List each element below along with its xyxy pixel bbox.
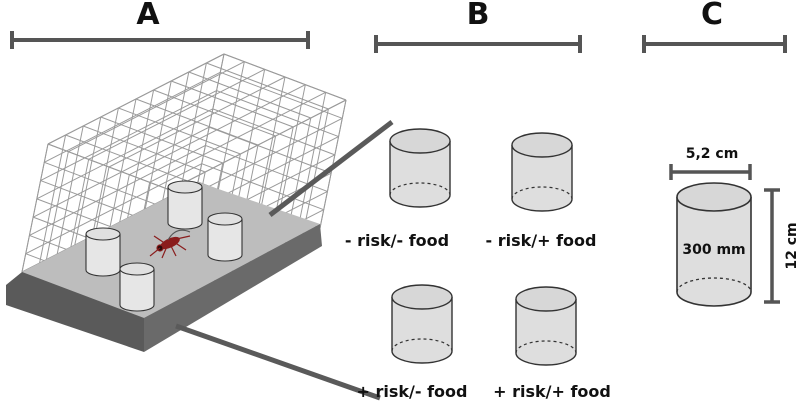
cage-container-2 — [167, 180, 203, 230]
volume-label: 300 mm — [682, 242, 745, 258]
condition-container-3 — [391, 284, 453, 364]
condition-label-1: - risk/- food — [345, 231, 449, 250]
height-label: 12 cm — [784, 222, 800, 269]
condition-container-2 — [511, 132, 573, 212]
panel-c-bar — [642, 35, 787, 53]
tray-rim-left — [6, 272, 144, 352]
mosquito-icon — [149, 229, 191, 259]
condition-label-2: - risk/+ food — [486, 231, 597, 250]
panel-c-letter: C — [701, 0, 723, 32]
width-dimension-bar — [669, 164, 752, 180]
guide-line-upper — [268, 120, 394, 217]
cage-container-4 — [119, 262, 155, 312]
condition-container-4 — [515, 286, 577, 366]
condition-label-4: + risk/+ food — [493, 382, 611, 401]
condition-container-1 — [389, 128, 451, 208]
condition-label-3: + risk/- food — [357, 382, 468, 401]
cage-container-1 — [85, 227, 121, 277]
tray-rim-right — [144, 224, 322, 352]
panel-b-letter: B — [467, 0, 490, 32]
width-label: 5,2 cm — [686, 146, 739, 162]
height-dimension-bar — [764, 188, 780, 304]
panel-a-bar — [10, 31, 310, 49]
panel-c-dimensions: 5,2 cm 300 mm 12 cm — [669, 146, 800, 307]
panel-b-bar — [374, 35, 582, 53]
cage-container-3 — [207, 212, 243, 262]
panel-a-letter: A — [136, 0, 160, 32]
sample-container — [676, 182, 752, 307]
tray-floor — [22, 182, 320, 318]
cage-illustration — [6, 53, 394, 401]
panel-b-conditions: - risk/- food - risk/+ food + risk/- foo… — [345, 128, 611, 401]
guide-line-lower — [175, 323, 381, 401]
